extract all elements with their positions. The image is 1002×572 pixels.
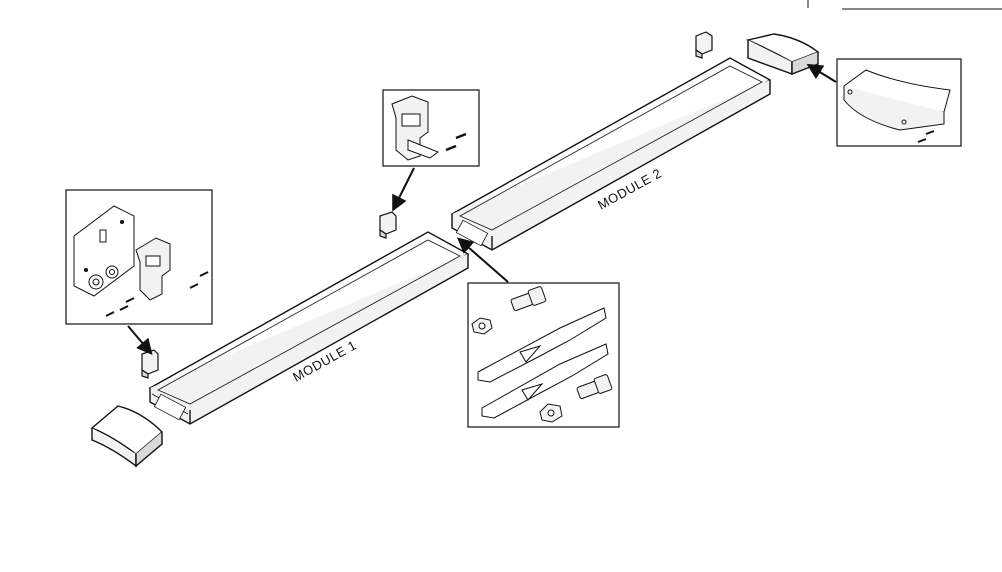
end-cap-right	[745, 33, 820, 76]
detail-end-cap-kit	[836, 58, 962, 147]
arrow-wall-plate	[127, 325, 153, 356]
page-corner-marks	[807, 0, 1002, 10]
detail-bracket-kit	[382, 89, 480, 167]
module-2-rail	[450, 57, 772, 251]
detail-connector-kit	[467, 282, 620, 428]
detail-wall-plate-kit	[65, 189, 213, 325]
clip-top-right	[695, 31, 713, 59]
module-1-rail	[148, 231, 470, 425]
clip-left	[141, 349, 159, 379]
arrow-bracket	[392, 167, 415, 212]
end-cap-left	[90, 405, 164, 468]
arrow-connector	[456, 237, 509, 283]
clip-middle	[379, 211, 397, 239]
arrow-end-cap	[806, 63, 837, 83]
